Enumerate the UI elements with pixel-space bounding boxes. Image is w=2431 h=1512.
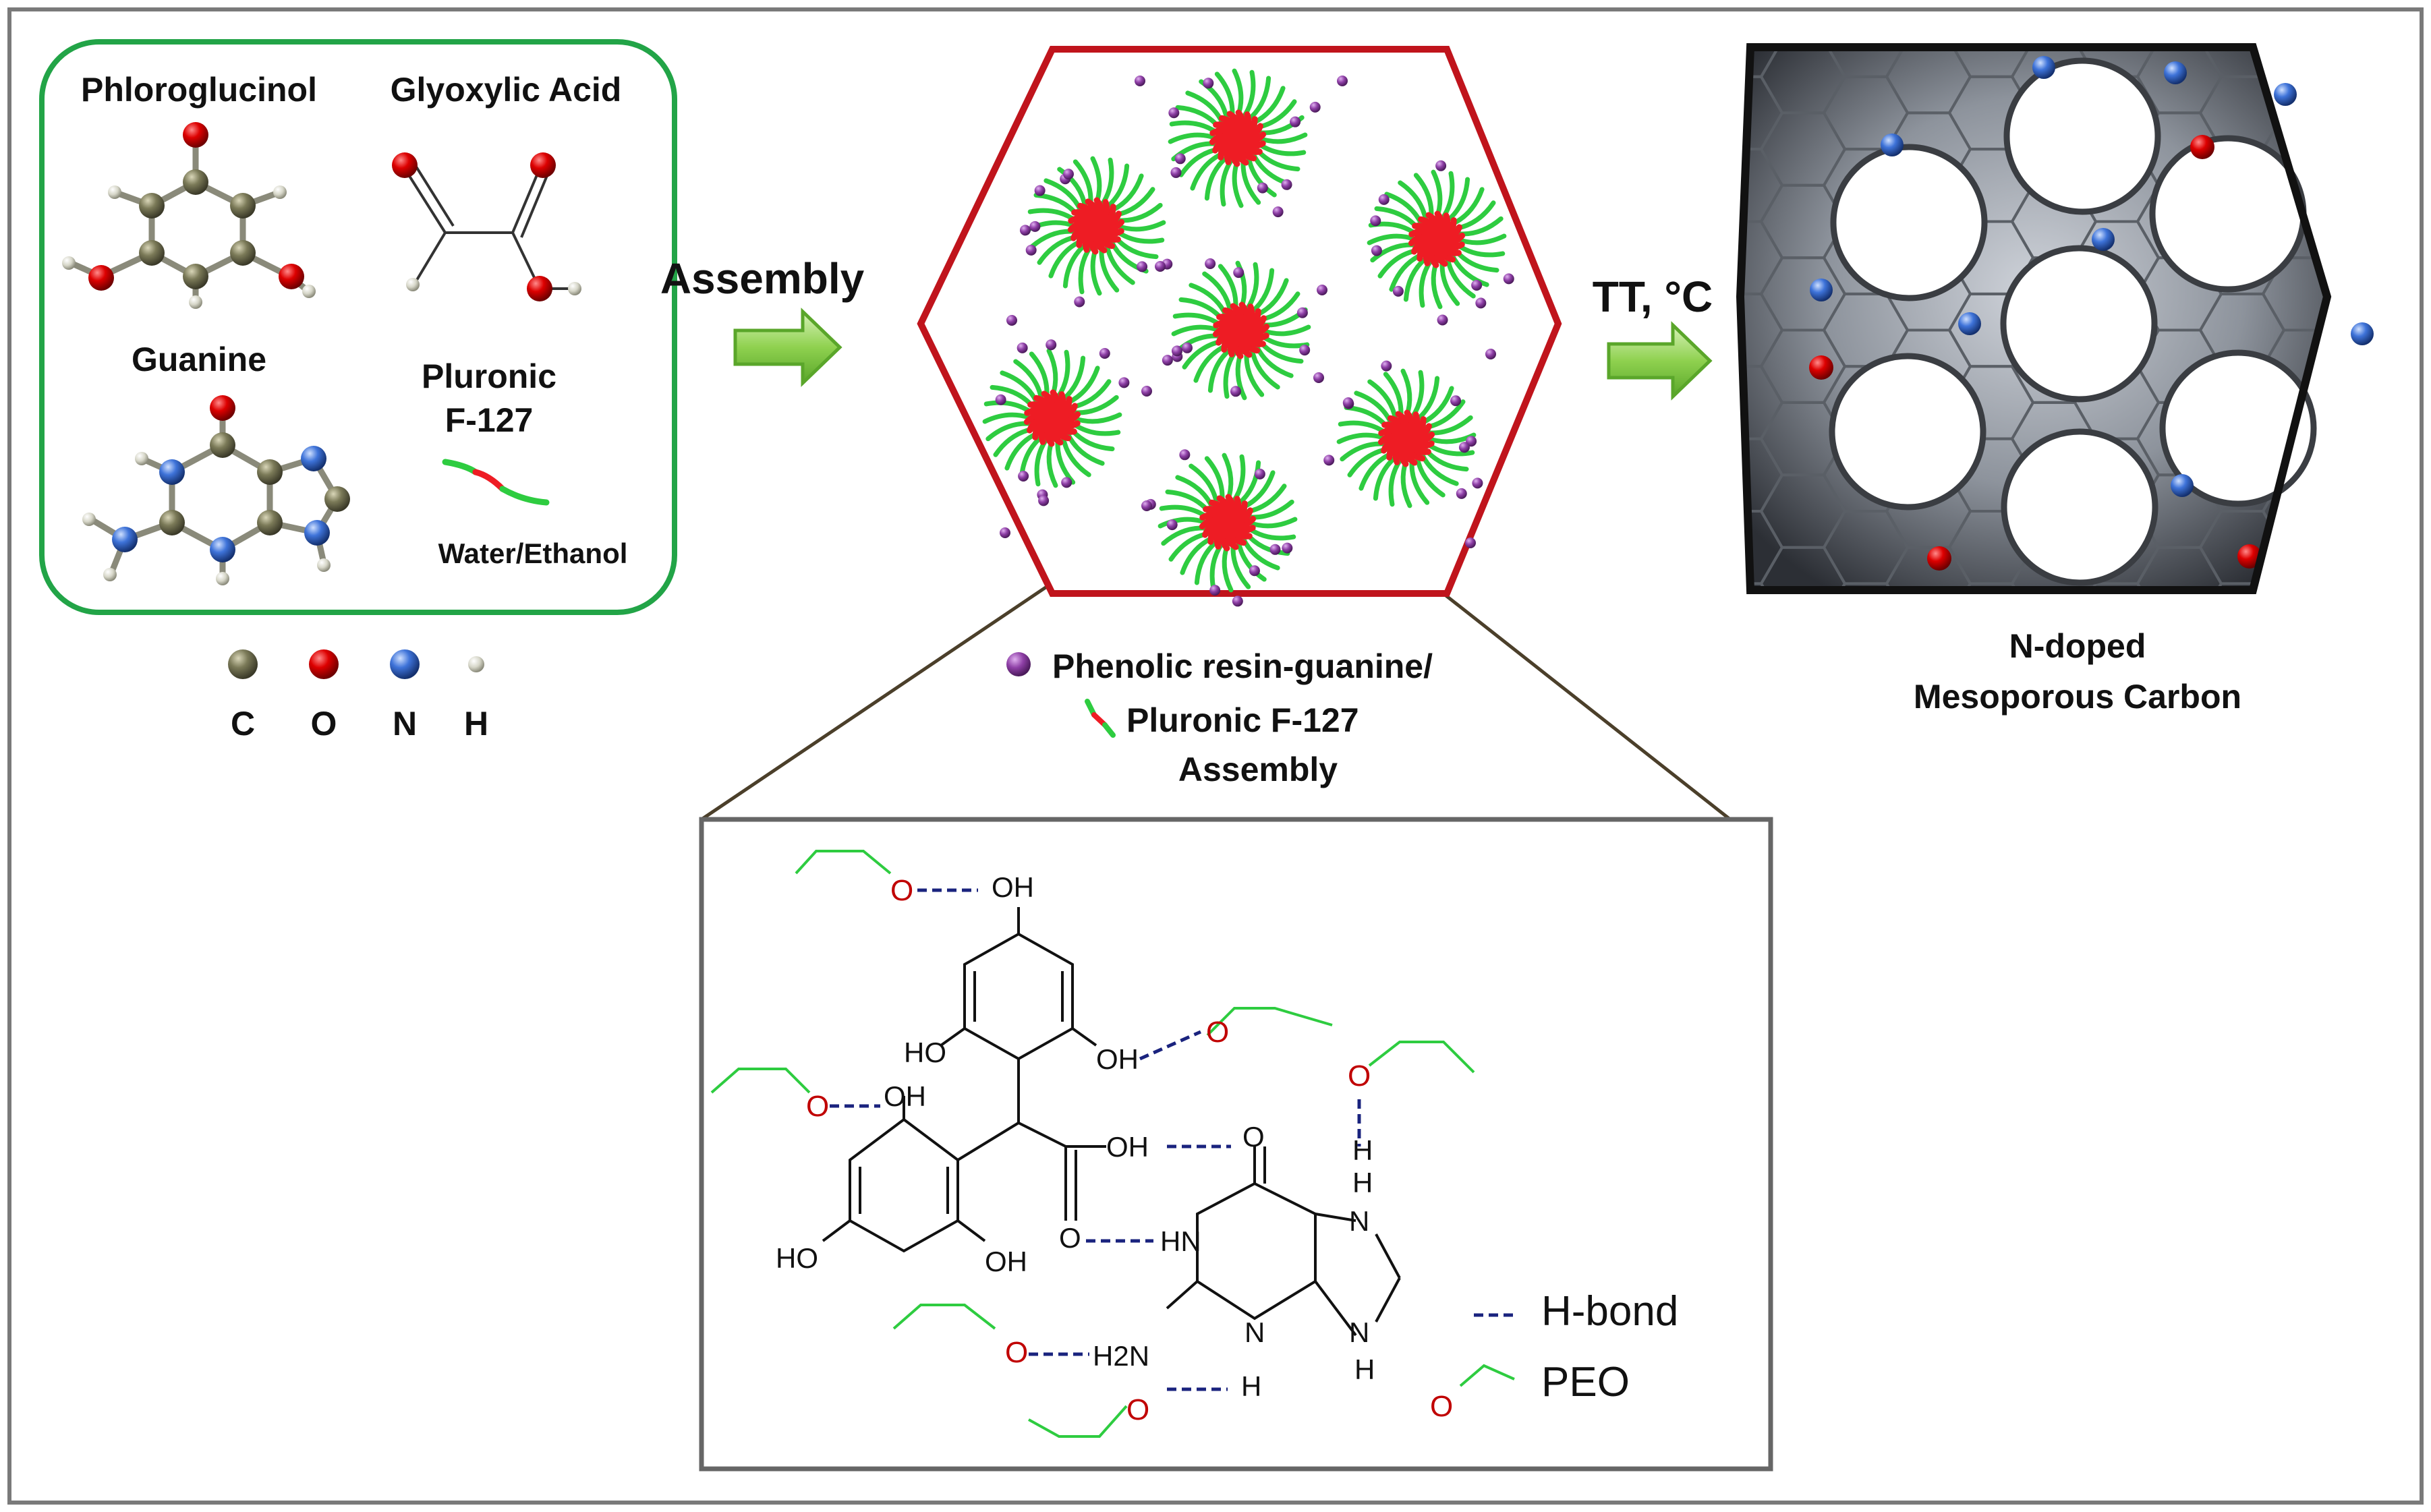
peo-o-2: O [806, 1090, 829, 1123]
hydrogen-bonds [830, 888, 1518, 1391]
resin-dots [995, 76, 1514, 607]
pluronic-legend-icon [1085, 699, 1116, 738]
carbon-product-hexagon [1736, 43, 2374, 594]
oh-acid: OH [1106, 1131, 1149, 1163]
nitrogen-dopant [1810, 279, 1833, 301]
product-caption-line1: N-doped [2009, 627, 2146, 665]
thermal-arrow-icon [1607, 321, 1713, 401]
nitrogen-dopant [2351, 322, 2374, 345]
assembly-caption-line2: Pluronic F-127 [1126, 701, 1359, 739]
oh-right: OH [1096, 1043, 1139, 1075]
oxygen-dopant [2190, 135, 2214, 159]
phloroglucinol-model [62, 122, 316, 309]
mesopore [2000, 245, 2158, 403]
micelle [1171, 260, 1311, 401]
peo-o-5: O [1005, 1336, 1028, 1369]
n-imidazole-bottom: N [1349, 1316, 1369, 1348]
nitrogen-dopant [2164, 61, 2187, 84]
peo-legend-o-icon: O [1430, 1390, 1453, 1423]
micelle [1367, 169, 1507, 310]
h2n-amine: H2N [1093, 1340, 1149, 1372]
micelle-group [982, 68, 1507, 593]
legend-peo-label: PEO [1541, 1359, 1630, 1405]
mesopore [2003, 57, 2161, 215]
pluronic-label-line1: Pluronic [422, 357, 556, 395]
h-ring-bottom: H [1241, 1370, 1261, 1402]
assembly-step-label: Assembly [660, 254, 865, 303]
legend-carbon: C [231, 705, 255, 743]
resin-legend-icon [1006, 652, 1031, 676]
atom-legend: C O N H [228, 649, 488, 743]
product-caption-line2: Mesoporous Carbon [1914, 678, 2241, 716]
solvent-label: Water/Ethanol [438, 537, 628, 569]
mesopore [2159, 349, 2317, 507]
oh-bottom-right: OH [985, 1246, 1027, 1277]
ho-bottom-left: HO [776, 1242, 818, 1274]
nitrogen-dopant [2171, 474, 2194, 497]
guanine-model [82, 395, 350, 585]
hydrogen-atom-icon [468, 656, 484, 672]
nitrogen-dopant [2274, 83, 2297, 106]
legend-hydrogen: H [464, 705, 488, 743]
micelle [1168, 68, 1308, 208]
ho-left: HO [904, 1037, 946, 1068]
reactants-panel [39, 39, 677, 615]
nitrogen-dopant [2092, 228, 2115, 251]
micelle [1026, 156, 1166, 296]
oh-middle: OH [884, 1080, 926, 1112]
peo-o-6: O [1126, 1393, 1149, 1426]
guanine-label: Guanine [132, 341, 266, 378]
oh-top: OH [992, 871, 1034, 903]
oxygen-dopant [1809, 355, 1833, 380]
peo-o-4: O [1348, 1059, 1371, 1093]
peo-o-3: O [1206, 1016, 1229, 1049]
nitrogen-dopant [2032, 56, 2055, 79]
hn-guanine: HN [1160, 1225, 1201, 1257]
figure-border [7, 7, 2424, 1505]
assembly-caption-line1: Phenolic resin-guanine/ [1052, 647, 1433, 685]
legend-nitrogen: N [393, 705, 417, 743]
mesopore [2149, 135, 2307, 293]
oxygen-dopant [2237, 544, 2262, 569]
n-imidazole-top: N [1349, 1205, 1369, 1237]
peo-o-1: O [890, 874, 913, 907]
o-guanine: O [1242, 1121, 1265, 1153]
legend-hbond-label: H-bond [1541, 1288, 1678, 1335]
mesopore [1830, 144, 1988, 301]
thermal-treatment-label: TT, °C [1593, 272, 1713, 321]
phloroglucinol-label: Phloroglucinol [81, 71, 317, 109]
glyoxylic-acid-label: Glyoxylic Acid [391, 71, 622, 109]
n-ring-bottom: N [1245, 1316, 1265, 1348]
nitrogen-dopant [1881, 134, 1904, 156]
chemical-labels: OH HO OH OH OH O HO OH O HN N N H H N H … [776, 871, 1375, 1402]
glyoxylic-acid-model [392, 152, 581, 301]
hydrogen-bond-inset [699, 817, 1773, 1472]
oxygen-dopant [1927, 546, 1951, 571]
o-carbonyl-acid: O [1059, 1222, 1081, 1254]
pluronic-polymer-icon [442, 459, 550, 506]
dopant-atoms [1809, 56, 2374, 571]
oxygen-atom-icon [309, 649, 339, 679]
pore-group [1829, 57, 2317, 586]
h-peo-vertical: H [1352, 1134, 1373, 1166]
mesopore [2001, 428, 2158, 586]
micelle [1336, 368, 1477, 508]
assembly-arrow-icon [733, 308, 842, 387]
h-imidazole-bottom: H [1354, 1354, 1375, 1385]
mesopore [1829, 353, 1986, 511]
legend-oxygen: O [311, 705, 337, 743]
micelle [1157, 453, 1298, 593]
nitrogen-dopant [1958, 312, 1981, 335]
chemical-structure [822, 907, 1401, 1337]
pluronic-label-line2: F-127 [445, 401, 534, 439]
h-imidazole-top: H [1352, 1167, 1373, 1198]
assembly-caption-line3: Assembly [1178, 751, 1338, 788]
peo-fragments [710, 850, 1515, 1438]
nitrogen-atom-icon [390, 649, 420, 679]
carbon-atom-icon [228, 649, 258, 679]
peo-oxygens: O O O O O O O [806, 874, 1453, 1426]
